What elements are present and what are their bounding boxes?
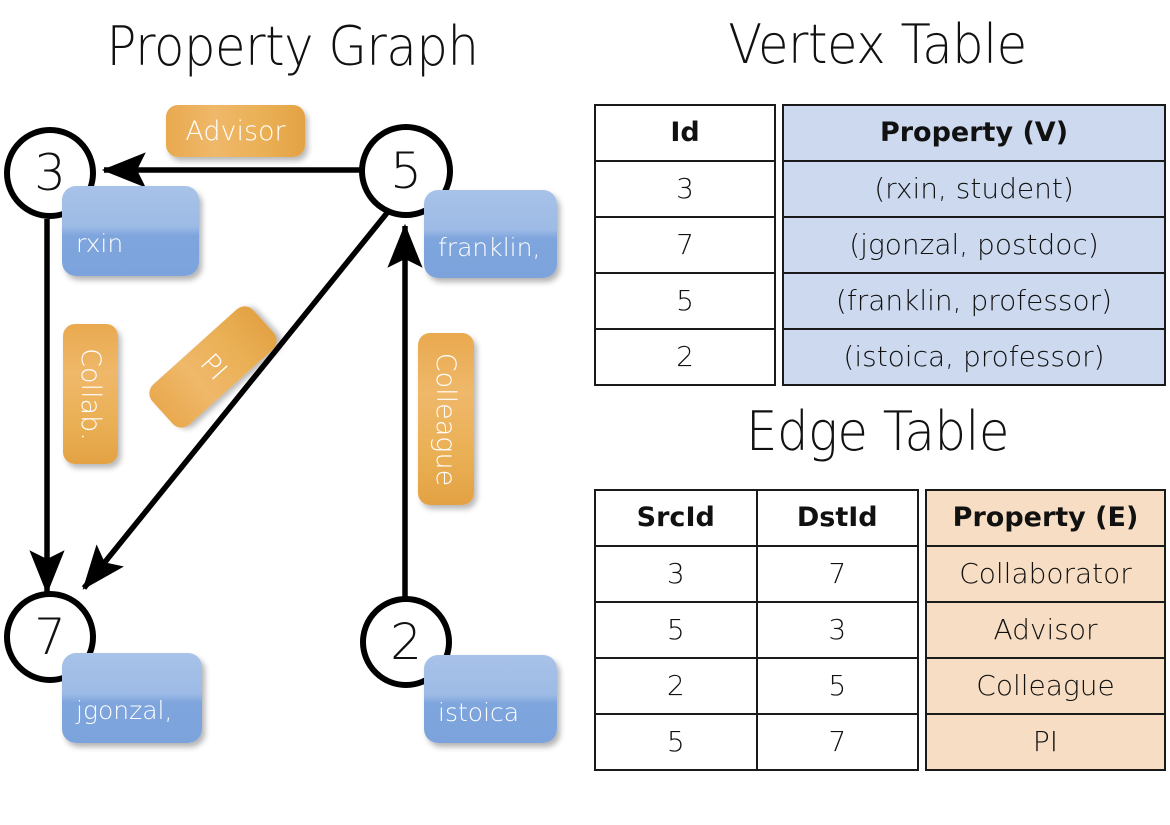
vertex-table-header-property: Property (V) xyxy=(782,104,1166,162)
vertex-table-cell-id: 3 xyxy=(594,160,776,218)
edge-5-to-7 xyxy=(81,206,394,590)
table-header-row: Id xyxy=(594,104,776,162)
edge-badge-collab: Collab. xyxy=(63,324,118,464)
table-row[interactable]: Collaborator xyxy=(925,545,1166,603)
table-row[interactable]: Colleague xyxy=(925,657,1166,715)
vertex-badge-2-line1: istoica xyxy=(438,698,520,727)
vertex-table-cell-id: 2 xyxy=(594,328,776,386)
vertex-table-cell-property: (rxin, student) xyxy=(782,160,1166,218)
table-row[interactable]: 2 5 xyxy=(594,657,919,715)
table-row[interactable]: 5 7 xyxy=(594,713,919,771)
graph-node-7-label: 7 xyxy=(34,608,66,666)
graph-node-2[interactable]: 2 xyxy=(360,596,452,688)
vertex-table-property-column: Property (V) (rxin, student) (jgonzal, p… xyxy=(782,104,1166,386)
property-graph-panel: Property Graph 3 5 7 2 rxin stu. frankli… xyxy=(0,0,585,791)
vertex-badge-7-line1: jgonzal, xyxy=(76,696,173,725)
edge-table-property-column: Property (E) Collaborator Advisor Collea… xyxy=(925,489,1166,771)
table-row[interactable]: 5 xyxy=(594,272,776,330)
graph-edges xyxy=(29,152,423,600)
table-row[interactable]: 5 3 xyxy=(594,601,919,659)
edge-badge-advisor: Advisor xyxy=(166,105,305,157)
edge-table-cell-dstid: 7 xyxy=(755,713,919,771)
table-row[interactable]: 3 7 xyxy=(594,545,919,603)
edge-table-cell-property: Advisor xyxy=(925,601,1166,659)
edge-badge-pi-label: PI xyxy=(193,347,233,387)
edge-table-cell-property: Collaborator xyxy=(925,545,1166,603)
table-row[interactable]: 7 xyxy=(594,216,776,274)
edge-table-cell-property: Colleague xyxy=(925,657,1166,715)
page-title-property-graph: Property Graph xyxy=(106,15,479,78)
vertex-badge-3-line1: rxin xyxy=(76,229,124,258)
edge-table-header-property: Property (E) xyxy=(925,489,1166,547)
table-row[interactable]: 2 xyxy=(594,328,776,386)
table-row[interactable]: (franklin, professor) xyxy=(782,272,1166,330)
graph-node-5[interactable]: 5 xyxy=(359,124,453,218)
edge-table-header-dstid: DstId xyxy=(755,489,919,547)
edge-table-cell-dstid: 5 xyxy=(755,657,919,715)
edge-table-header-srcid: SrcId xyxy=(594,489,758,547)
vertex-badge-5-line2: prof. xyxy=(438,297,494,326)
vertex-table-cell-id: 5 xyxy=(594,272,776,330)
page-title-edge-table: Edge Table xyxy=(746,400,1009,463)
edge-table-cell-srcid: 3 xyxy=(594,545,758,603)
vertex-badge-3-line2: stu. xyxy=(76,293,123,322)
vertex-table-cell-property: (istoica, professor) xyxy=(782,328,1166,386)
table-header-row: Property (V) xyxy=(782,104,1166,162)
table-header-row: Property (E) xyxy=(925,489,1166,547)
edge-badge-collab-label: Collab. xyxy=(75,347,106,441)
vertex-table-id-column: Id 3 7 5 2 xyxy=(594,104,776,386)
table-row[interactable]: 3 xyxy=(594,160,776,218)
graph-node-5-label: 5 xyxy=(390,142,422,200)
vertex-badge-3: rxin stu. xyxy=(62,186,199,322)
page-title-vertex-table: Vertex Table xyxy=(728,13,1027,76)
vertex-badge-5: franklin, prof. xyxy=(424,190,557,326)
edge-badge-colleague-label: Colleague xyxy=(430,352,462,486)
edge-table-cell-srcid: 5 xyxy=(594,601,758,659)
vertex-badge-2-line2: prof. xyxy=(438,762,494,791)
vertex-badge-7: jgonzal, pst.doc. xyxy=(62,653,202,789)
table-row[interactable]: (rxin, student) xyxy=(782,160,1166,218)
vertex-badge-5-line1: franklin, xyxy=(438,233,541,262)
edge-table-cell-srcid: 2 xyxy=(594,657,758,715)
edge-table-cell-dstid: 3 xyxy=(755,601,919,659)
table-row[interactable]: Advisor xyxy=(925,601,1166,659)
vertex-table-cell-property: (jgonzal, postdoc) xyxy=(782,216,1166,274)
vertex-table-cell-property: (franklin, professor) xyxy=(782,272,1166,330)
vertex-table-header-id: Id xyxy=(594,104,776,162)
table-row[interactable]: (istoica, professor) xyxy=(782,328,1166,386)
graph-node-3-label: 3 xyxy=(34,144,66,202)
graph-node-2-label: 2 xyxy=(390,613,422,671)
edge-table-cell-dstid: 7 xyxy=(755,545,919,603)
edge-badge-advisor-label: Advisor xyxy=(185,115,286,147)
table-header-row: SrcId DstId xyxy=(594,489,919,547)
table-row[interactable]: PI xyxy=(925,713,1166,771)
vertex-table-cell-id: 7 xyxy=(594,216,776,274)
table-row[interactable]: (jgonzal, postdoc) xyxy=(782,216,1166,274)
edge-table-cell-property: PI xyxy=(925,713,1166,771)
vertex-badge-7-line2: pst.doc. xyxy=(76,760,176,789)
vertex-badge-2: istoica prof. xyxy=(424,655,557,791)
edge-table-cell-srcid: 5 xyxy=(594,713,758,771)
edge-table-id-columns: SrcId DstId 3 7 5 3 2 5 5 7 xyxy=(594,489,919,771)
edge-badge-colleague: Colleague xyxy=(418,333,474,505)
